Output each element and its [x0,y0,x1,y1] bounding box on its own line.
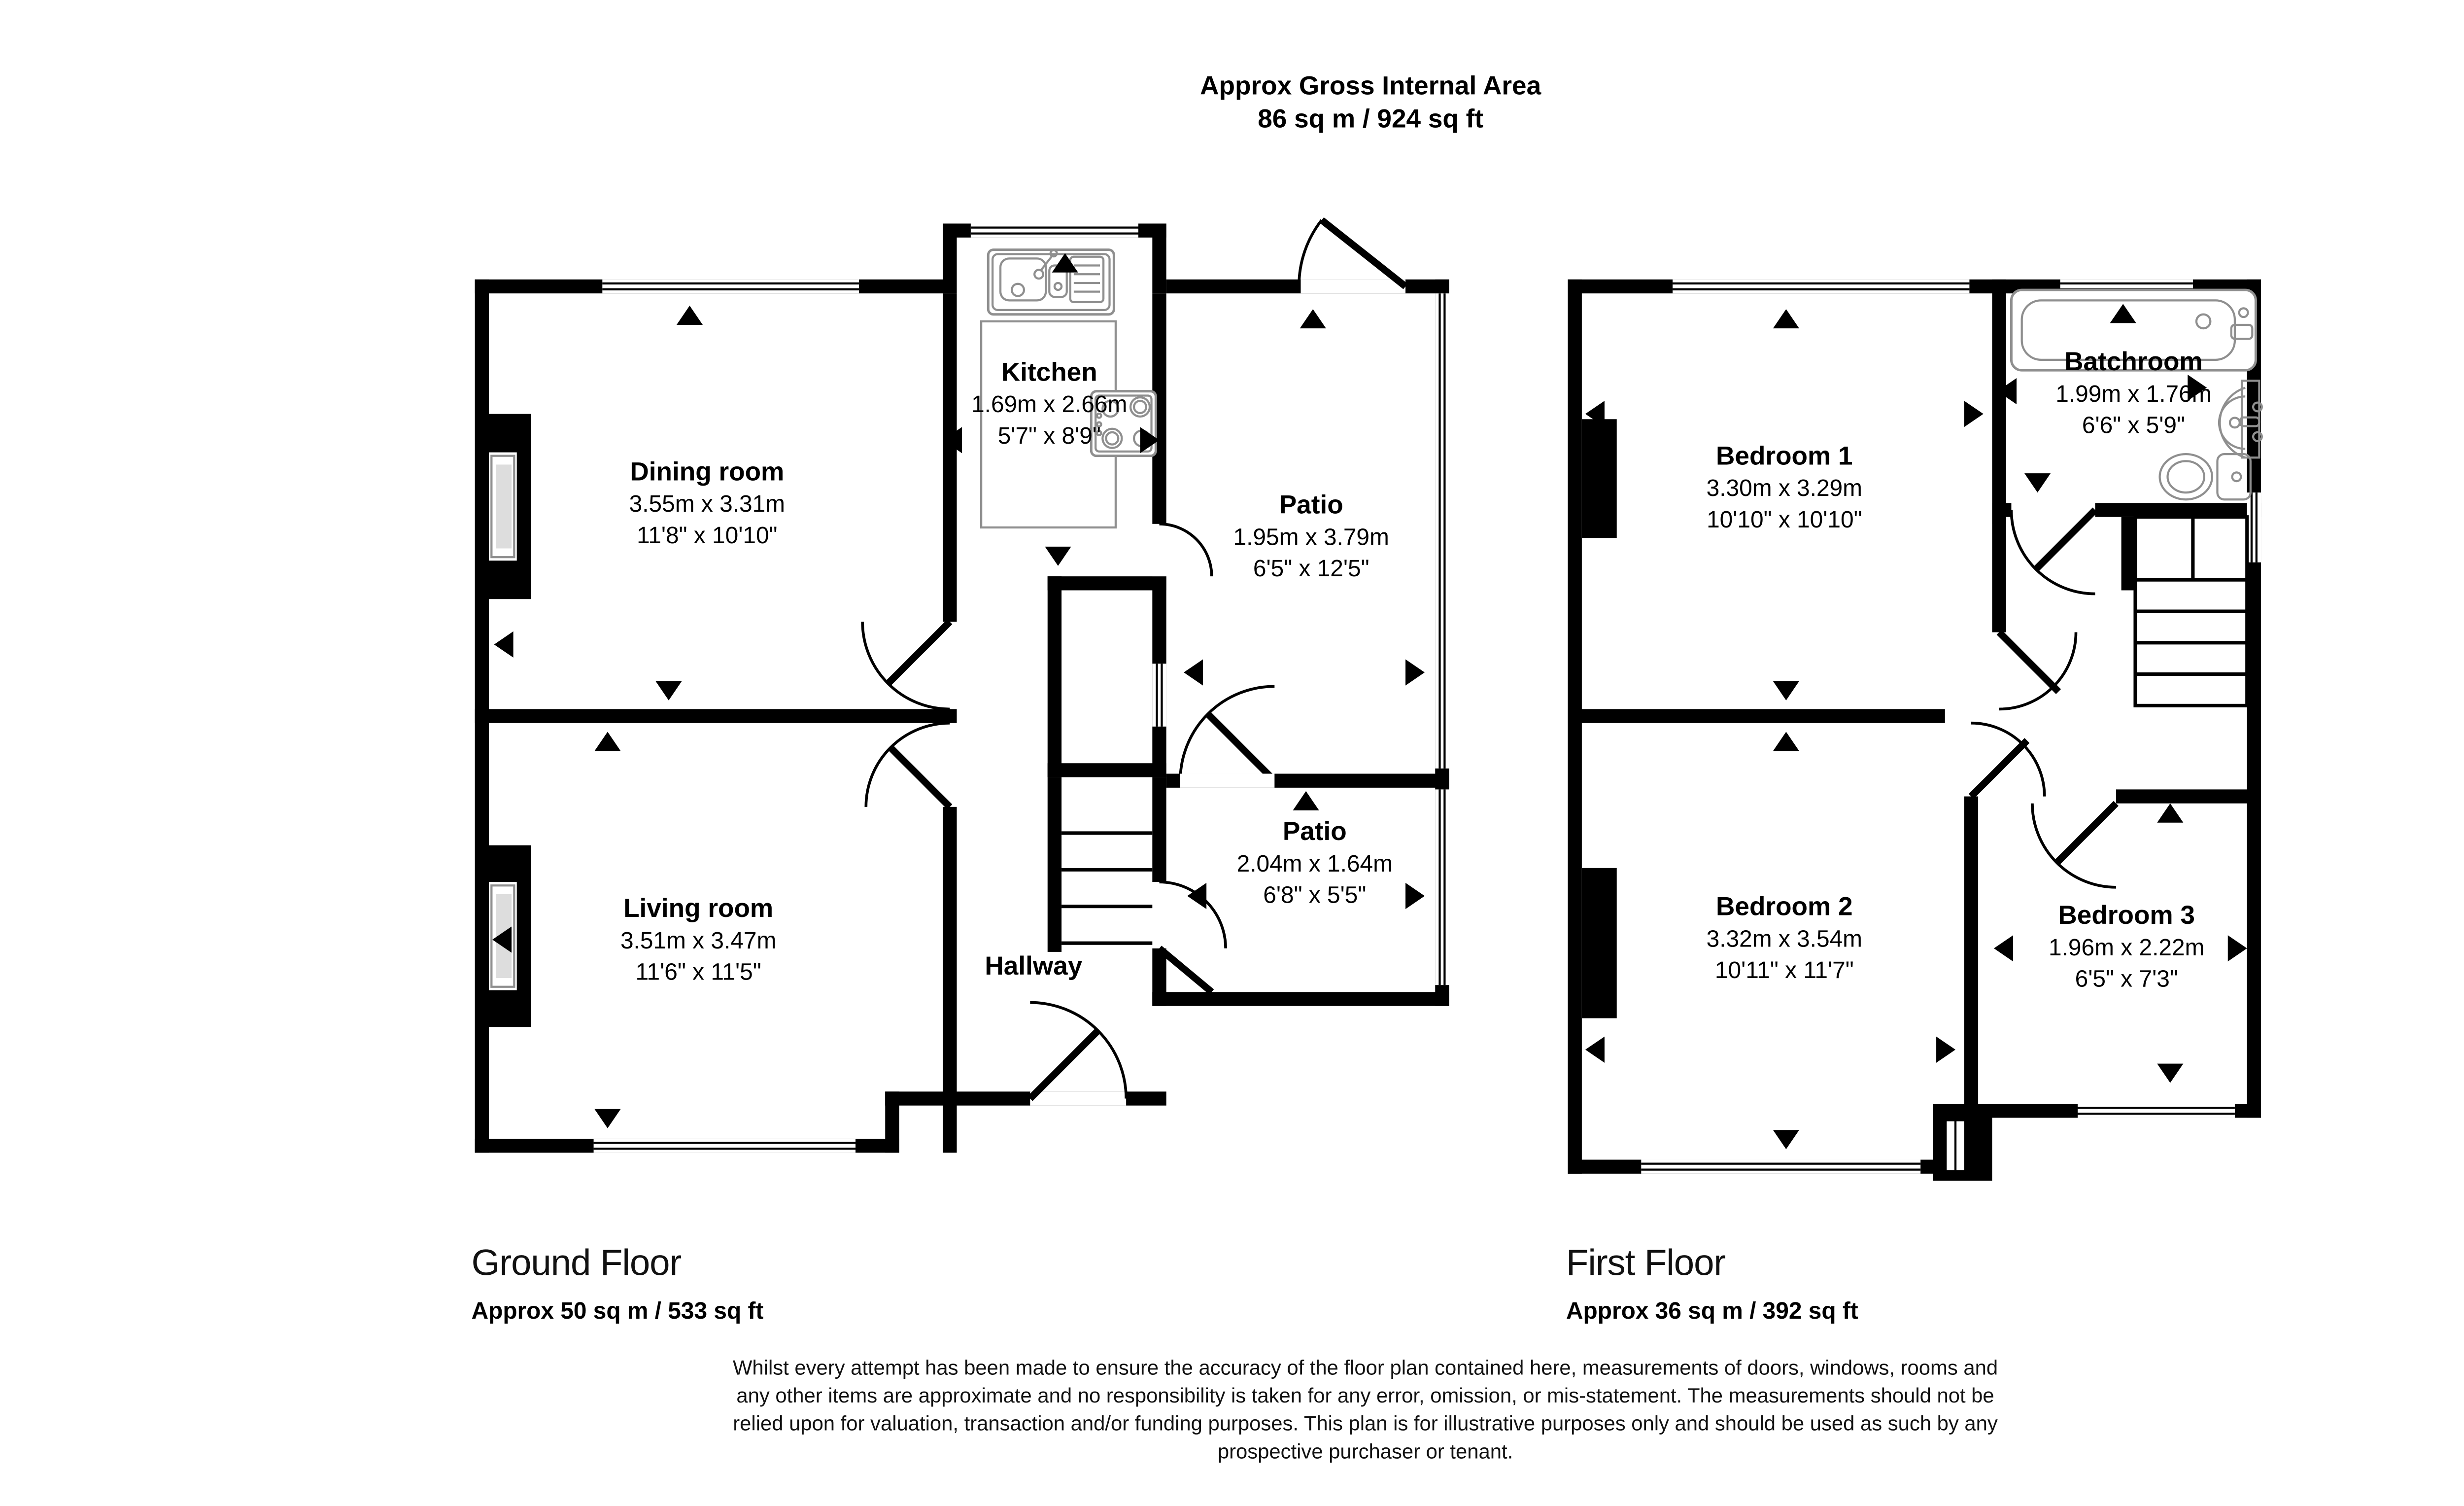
arrow-up-icon [1773,732,1799,751]
first-floor-plan [1568,279,2263,1181]
room-label-bedroom3: Bedroom 3 1.96m x 2.22m 6'5" x 7'3" [2049,901,2205,992]
arrow-down-icon [2024,473,2051,493]
door-arc [1298,217,1408,294]
arrow-up-icon [1052,253,1078,273]
arrow-up-icon [1293,791,1319,810]
disclaimer-line: relied upon for valuation, transaction a… [733,1411,1998,1436]
front-door-arc [1027,1001,1128,1106]
window [2247,492,2261,562]
window [1641,1159,1921,1174]
room-label-patio-top: Patio 1.95m x 3.79m 6'5" x 12'5" [1233,490,1389,582]
arrow-right-icon [2227,935,2247,962]
arrow-up-icon [676,306,703,325]
door-arc [861,619,953,711]
stairs-ground [1061,831,1153,945]
window [1673,279,1970,294]
page-title: Approx Gross Internal Area 86 sq m / 924… [1022,70,1720,137]
door-arc [864,721,953,809]
arrow-right-icon [1405,659,1425,686]
arrow-down-icon [594,1109,621,1128]
arrow-down-icon [2157,1063,2184,1083]
room-label-batchroom: Batchroom 1.99m x 1.76m 6'6" x 5'9" [2055,348,2212,439]
disclaimer-line: prospective purchaser or tenant. [1217,1439,1513,1464]
door-arc [1179,685,1277,788]
arrow-left-icon [1585,1036,1605,1063]
ground-floor-arrows [492,253,1425,1128]
patio-divider-door-gap [1180,773,1275,788]
door-arc [1152,523,1213,577]
arrow-up-icon [2110,304,2136,323]
arrow-right-icon [1405,882,1425,910]
room-label-dining: Dining room 3.55m x 3.31m 11'8" x 10'10" [629,457,786,549]
disclaimer-line: Whilst every attempt has been made to en… [732,1355,1998,1380]
arrow-down-icon [1045,546,1071,566]
window [1947,1121,1964,1170]
door-arc [1968,721,2046,799]
arrow-down-icon [1773,681,1799,700]
arrow-left-icon [1997,378,2017,405]
toilet-icon [2158,453,2252,501]
arrow-right-icon [1936,1036,1956,1063]
arrow-left-icon [1187,882,1207,910]
first-floor-caption: First Floor Approx 36 sq m / 392 sq ft [1566,1244,1858,1324]
arrow-left-icon [1184,659,1203,686]
room-label-kitchen: Kitchen 1.69m x 2.66m 5'7" x 8'9" [971,358,1128,449]
arrow-left-icon [1585,401,1605,427]
arrow-right-icon [1964,401,1984,427]
first-floor-arrows [1585,304,2247,1150]
window [970,223,1138,238]
room-label-hallway: Hallway [985,951,1083,982]
bedroom2-chimney [1581,868,1617,1018]
bedroom1-chimney [1581,419,1617,538]
arrow-left-icon [943,427,962,454]
arrow-left-icon [492,926,512,953]
ground-floor-area: Approx 50 sq m / 533 sq ft [471,1297,764,1324]
dining-fireplace-icon [489,414,531,599]
arrow-down-icon [1773,1130,1799,1150]
ground-floor-title: Ground Floor [471,1243,682,1284]
kitchen-sink-icon [987,248,1115,316]
door-arc [1996,630,2078,711]
gross-area-value: 86 sq m / 924 sq ft [1258,105,1484,135]
bathtub-icon [2010,288,2257,372]
door-arc [2031,801,2119,889]
arrow-up-icon [2157,803,2184,823]
first-floor-title: First Floor [1566,1243,1726,1284]
disclaimer-line: any other items are approximate and no r… [736,1383,1994,1408]
room-label-patio-bottom: Patio 2.04m x 1.64m 6'8" x 5'5" [1236,817,1393,909]
arrow-right-icon [2188,374,2207,401]
window [1152,664,1166,727]
disclaimer: Whilst every attempt has been made to en… [580,1354,2151,1466]
ground-floor-plan [475,217,1449,1153]
arrow-down-icon [655,681,682,700]
arrow-left-icon [1993,935,2013,962]
arrow-left-icon [494,631,513,658]
window [2078,1104,2235,1118]
ground-floor-caption: Ground Floor Approx 50 sq m / 533 sq ft [472,1244,764,1324]
room-label-bedroom2: Bedroom 2 3.32m x 3.54m 10'11" x 11'7" [1706,892,1863,983]
arrow-up-icon [1300,309,1326,329]
room-label-bedroom1: Bedroom 1 3.30m x 3.29m 10'10" x 10'10" [1706,442,1863,533]
door-arc [1152,880,1227,995]
window [602,279,859,294]
arrow-right-icon [1140,427,1160,454]
window [593,1138,856,1153]
gross-area-title: Approx Gross Internal Area [1200,71,1541,102]
arrow-up-icon [594,732,621,751]
patio-glazing [1435,293,1449,985]
stairs-first [2133,515,2249,707]
first-floor-area: Approx 36 sq m / 392 sq ft [1566,1297,1858,1324]
door-arc [2010,507,2098,595]
room-label-living: Living room 3.51m x 3.47m 11'6" x 11'5" [620,894,777,985]
arrow-up-icon [1773,309,1799,329]
